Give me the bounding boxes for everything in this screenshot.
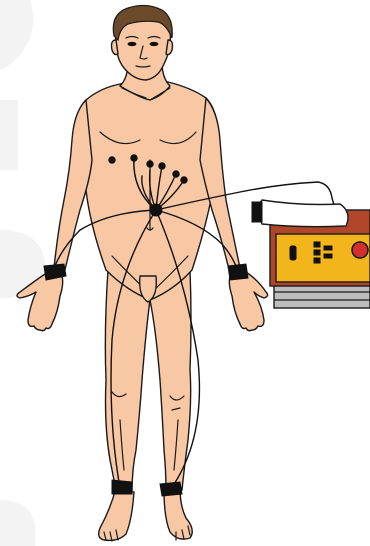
right-eye <box>150 42 158 45</box>
control-4 <box>324 246 332 250</box>
background-watermark <box>0 0 45 546</box>
right-leg <box>150 270 191 492</box>
right-ankle-band <box>160 482 182 496</box>
control-3 <box>314 258 320 263</box>
display-slot <box>290 246 296 260</box>
control-5 <box>324 254 332 258</box>
right-hand <box>229 272 267 331</box>
left-eye <box>128 42 136 45</box>
ecg-machine-icon <box>252 200 370 308</box>
chest-electrode-3 <box>147 161 153 167</box>
right-arm <box>200 98 240 274</box>
electrode-hub <box>150 204 162 216</box>
paper-clamp <box>252 202 262 222</box>
chest-electrode-2 <box>131 155 137 161</box>
right-wrist-band <box>228 264 248 280</box>
watermark-bar-left <box>0 100 18 170</box>
chest-electrode-5 <box>173 171 179 177</box>
control-1 <box>314 242 320 247</box>
left-leg <box>105 270 150 492</box>
left-arm <box>54 100 92 274</box>
paper-output <box>256 200 348 227</box>
chest-electrode-1 <box>109 157 115 163</box>
torso <box>76 82 218 300</box>
chest-electrode-6 <box>181 177 187 183</box>
watermark-shape-bottom <box>0 500 35 546</box>
watermark-shape-top <box>0 0 33 70</box>
chest-electrode-4 <box>159 163 165 169</box>
left-ankle-band <box>112 480 132 494</box>
control-2 <box>314 250 320 255</box>
knob-icon <box>352 242 368 258</box>
